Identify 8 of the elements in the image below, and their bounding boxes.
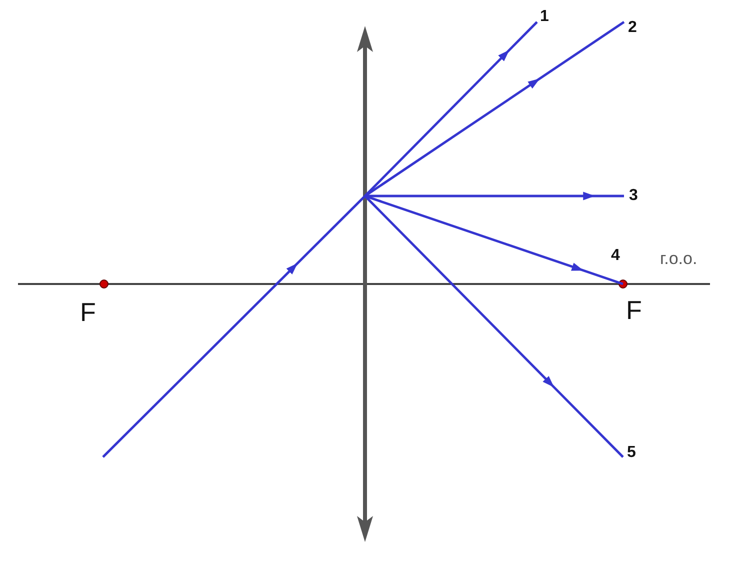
ray-number: 5 [627, 444, 636, 462]
focus-label: F [80, 297, 96, 328]
ray-number: 2 [628, 19, 637, 37]
ray-number: 1 [540, 8, 549, 26]
focus-label: F [626, 295, 642, 326]
ray-number: 3 [629, 187, 638, 205]
axis-label: г.о.о. [660, 249, 698, 269]
ray-number: 4 [611, 247, 620, 265]
